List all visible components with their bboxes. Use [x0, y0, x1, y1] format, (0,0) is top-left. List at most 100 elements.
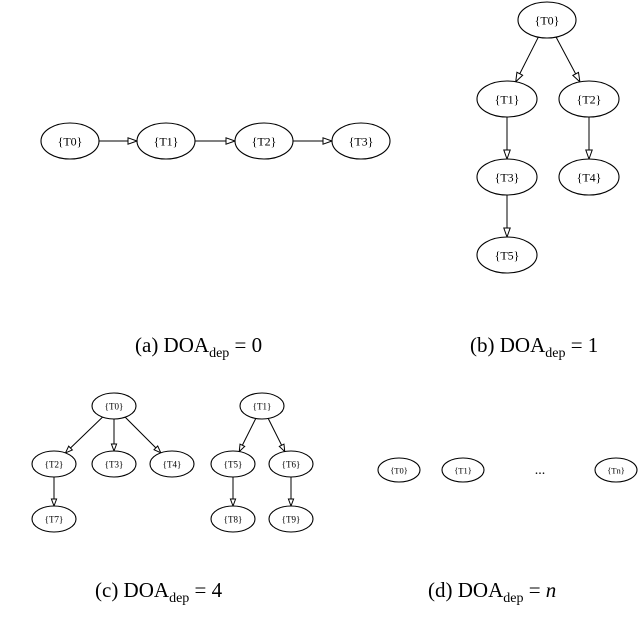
node-label: {T9} — [282, 515, 301, 525]
node-label: {T2} — [45, 460, 64, 470]
captions-layer: (a) DOAdep = 0(b) DOAdep = 1(c) DOAdep =… — [95, 333, 598, 606]
node-ellipse — [91, 450, 137, 478]
node-ellipse — [210, 450, 256, 478]
node-label: {T1} — [495, 93, 520, 107]
arrowhead — [64, 445, 74, 454]
arrowhead — [110, 443, 118, 453]
edge-arrow-c1-c5 — [238, 418, 257, 453]
ellipsis-text: ... — [535, 463, 546, 478]
caption-prefix: (d) DOA — [428, 578, 504, 602]
node-b2: {T2} — [558, 80, 620, 118]
node-ellipse — [31, 505, 77, 533]
node-label: {T0} — [58, 135, 83, 149]
node-ellipse — [268, 450, 314, 478]
node-label: {T5} — [495, 249, 520, 263]
node-dn: {Tn} — [594, 457, 638, 483]
node-c0: {T0} — [91, 392, 137, 420]
node-c1: {T1} — [239, 392, 285, 420]
edge-line — [267, 418, 283, 446]
node-c9: {T9} — [268, 505, 314, 533]
node-ellipse — [40, 122, 100, 160]
node-label: {T0} — [535, 14, 560, 28]
edge-arrow-c2-c7 — [50, 477, 58, 508]
edge-arrow-a0-a1 — [99, 137, 139, 145]
node-b4: {T4} — [558, 158, 620, 196]
arrowhead — [153, 445, 162, 454]
extras-layer: ... — [535, 463, 546, 478]
edge-line — [519, 36, 539, 74]
node-ellipse — [441, 457, 485, 483]
caption-b: (b) DOAdep = 1 — [470, 333, 598, 361]
caption-d: (d) DOAdep = n — [428, 578, 556, 606]
edge-arrow-a1-a2 — [195, 137, 237, 145]
node-ellipse — [331, 122, 391, 160]
node-label: {T1} — [154, 135, 179, 149]
edge-arrow-c0-c3 — [110, 419, 118, 453]
node-ellipse — [476, 80, 538, 118]
node-ellipse — [558, 158, 620, 196]
node-ellipse — [136, 122, 196, 160]
node-ellipse — [558, 80, 620, 118]
node-label: {T5} — [224, 460, 243, 470]
edges-layer — [50, 36, 593, 508]
node-label: {T7} — [45, 515, 64, 525]
node-label: {Tn} — [607, 466, 625, 476]
caption-value: n — [546, 578, 557, 602]
arrowhead — [127, 137, 139, 145]
nodes-layer: {T0} {T1} {T2} {T3} {T0} {T1} {T2} {T3} {T4} {T5}… — [31, 1, 638, 533]
arrowhead — [503, 227, 511, 239]
caption-c: (c) DOAdep = 4 — [95, 578, 223, 606]
edge-arrow-b0-b2 — [555, 36, 581, 84]
node-ellipse — [268, 505, 314, 533]
arrowhead — [50, 498, 58, 508]
node-label: {T4} — [577, 171, 602, 185]
node-a0: {T0} — [40, 122, 100, 160]
node-ellipse — [594, 457, 638, 483]
caption-subscript: dep — [209, 346, 229, 361]
edge-line — [241, 418, 257, 446]
caption-equals: = — [523, 578, 545, 602]
caption-subscript: dep — [169, 591, 189, 606]
node-ellipse — [91, 392, 137, 420]
node-label: {T1} — [454, 466, 472, 476]
edge-arrow-c6-c9 — [287, 477, 295, 508]
node-label: {T3} — [105, 460, 124, 470]
node-ellipse — [476, 236, 538, 274]
node-label: {T4} — [163, 460, 182, 470]
edge-arrow-b1-b3 — [503, 117, 511, 161]
node-c8: {T8} — [210, 505, 256, 533]
edge-line — [555, 36, 577, 75]
edge-line — [70, 416, 103, 449]
node-ellipse — [476, 158, 538, 196]
node-ellipse — [234, 122, 294, 160]
node-c7: {T7} — [31, 505, 77, 533]
edge-arrow-b0-b1 — [515, 36, 539, 84]
node-label: {T3} — [349, 135, 374, 149]
caption-subscript: dep — [503, 591, 523, 606]
caption-equals: = — [189, 578, 211, 602]
arrowhead — [238, 443, 246, 453]
caption-value: 4 — [212, 578, 223, 602]
node-a3: {T3} — [331, 122, 391, 160]
arrowhead — [287, 498, 295, 508]
arrowhead — [571, 71, 581, 84]
node-ellipse — [377, 457, 421, 483]
node-b5: {T5} — [476, 236, 538, 274]
caption-value: 1 — [588, 333, 599, 357]
node-c2: {T2} — [31, 450, 77, 478]
node-label: {T1} — [253, 402, 272, 412]
caption-value: 0 — [252, 333, 263, 357]
node-b1: {T1} — [476, 80, 538, 118]
node-c6: {T6} — [268, 450, 314, 478]
node-label: {T3} — [495, 171, 520, 185]
node-b3: {T3} — [476, 158, 538, 196]
caption-a: (a) DOAdep = 0 — [135, 333, 262, 361]
caption-prefix: (a) DOA — [135, 333, 210, 357]
node-ellipse — [31, 450, 77, 478]
node-d1: {T1} — [441, 457, 485, 483]
node-label: {T8} — [224, 515, 243, 525]
node-label: {T6} — [282, 460, 301, 470]
arrowhead — [515, 71, 524, 84]
node-ellipse — [149, 450, 195, 478]
